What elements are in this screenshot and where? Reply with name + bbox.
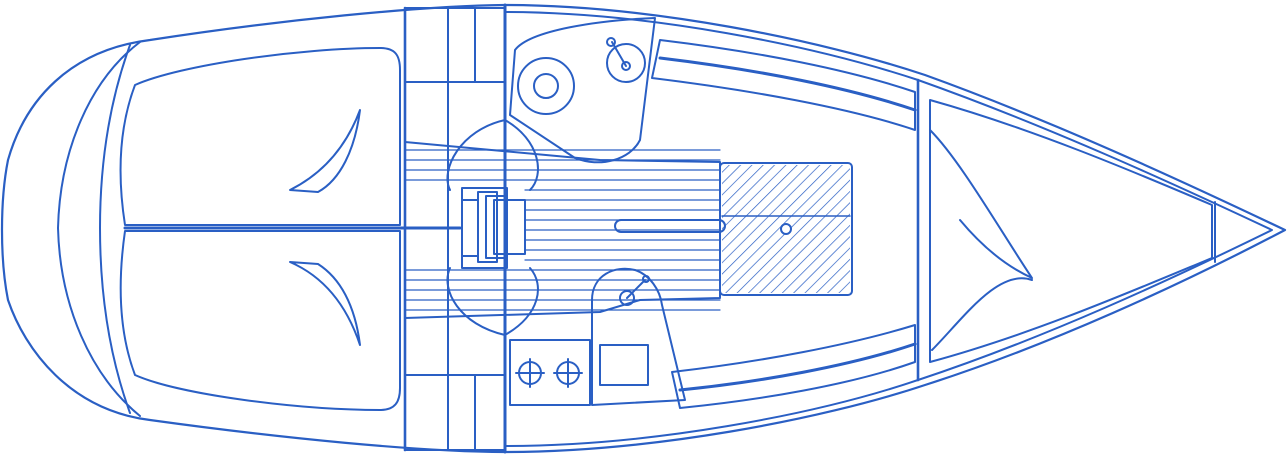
door-swing-bottom [446,267,539,336]
seat-fold-port [289,109,361,193]
settee-port-back [658,56,917,112]
mast-step [780,223,792,235]
aft-seat-port [119,47,401,226]
locker-bottom [404,374,506,451]
burner-left-cross [515,358,545,388]
companionway-step-lines [461,199,479,257]
stove [509,339,591,406]
helm-top-hub [621,61,631,71]
cabin-sole-planks [405,149,721,311]
door-swing-top [446,119,539,191]
winch-top-inner [533,73,559,99]
settee-starboard [671,324,916,409]
winch-top-outer [517,57,575,115]
stern-curve-inner [99,44,131,414]
burner-right-cross [553,358,583,388]
v-berth [929,99,1213,363]
helm-top-knob [606,37,616,47]
v-berth-fold-bottom [931,277,1033,351]
helm-top-outer [606,43,646,83]
hull-inner-line [504,11,1273,447]
stern-curve-outer [57,41,141,417]
locker-top [404,7,506,83]
aft-seat-starboard [119,230,401,411]
faucet-spout [626,279,646,299]
seat-fold-starboard [289,261,361,346]
hull-outline [0,3,1287,454]
companionway-steps [477,191,526,263]
chart-table [509,17,656,164]
settee-port [651,39,916,131]
sink [599,344,649,386]
v-berth-fold-top [929,129,1033,279]
faucet-base [619,290,635,306]
saloon-table [719,162,853,296]
galley-counter [591,267,686,406]
settee-starboard-back [678,342,917,392]
cabin-sole-outline [404,141,721,319]
faucet-knob [642,275,650,283]
